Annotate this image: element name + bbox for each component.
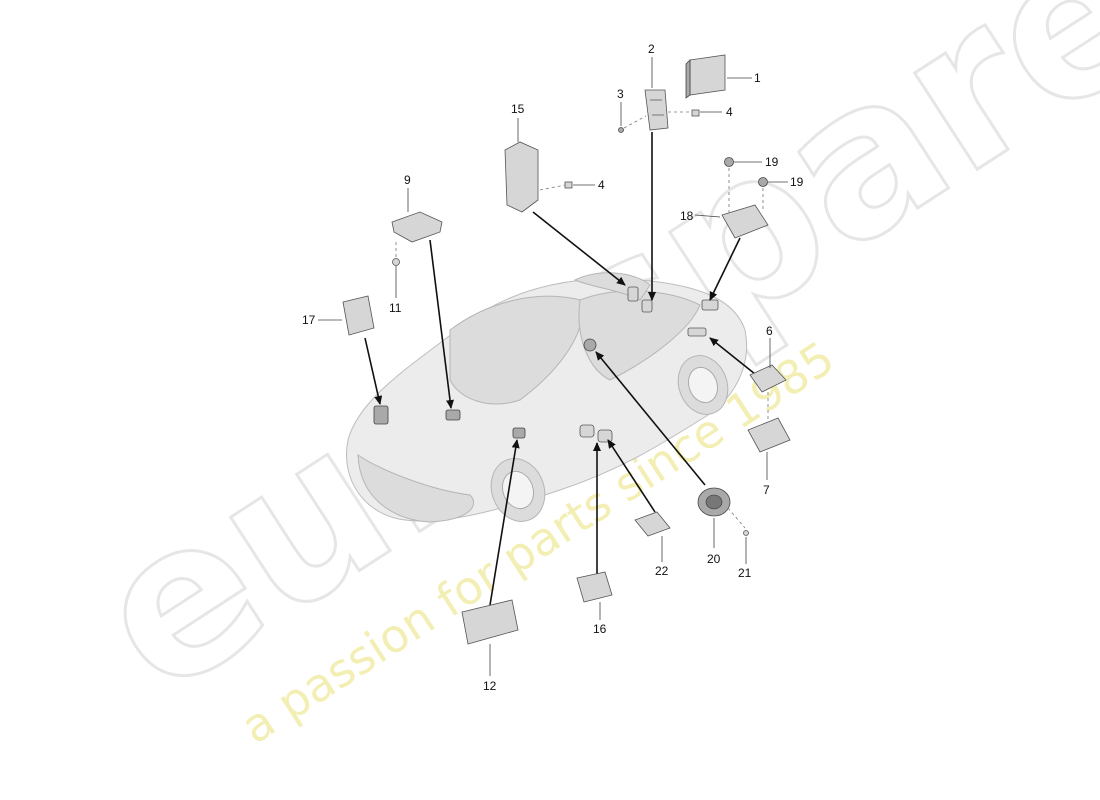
part-6-module <box>749 364 787 393</box>
callout-4-mid: 4 <box>598 178 605 192</box>
part-2-bracket <box>644 89 669 131</box>
part-9-module <box>391 211 443 243</box>
callout-20: 20 <box>707 552 721 566</box>
mount-6 <box>687 327 707 337</box>
mount-17 <box>373 405 389 425</box>
part-3-screw <box>618 127 624 133</box>
mount-9 <box>445 409 461 421</box>
exploded-parts <box>342 54 791 645</box>
callout-15: 15 <box>511 102 525 116</box>
callout-2: 2 <box>648 42 655 56</box>
mount-12 <box>512 427 526 439</box>
car-mounted-parts <box>373 286 719 443</box>
callout-17: 17 <box>302 313 316 327</box>
mount-18 <box>701 299 719 311</box>
part-16-control-unit <box>576 571 613 603</box>
part-11-nut <box>392 258 400 266</box>
callout-3: 3 <box>617 87 624 101</box>
leader-lines <box>318 57 788 676</box>
part-17-control-unit <box>342 295 375 336</box>
mount-1 <box>641 299 653 313</box>
callout-1: 1 <box>754 71 761 85</box>
car-illustration <box>346 272 747 523</box>
mount-22 <box>597 429 613 443</box>
callout-labels: 1 2 3 4 4 6 7 9 11 12 15 16 17 18 19 19 … <box>302 42 804 693</box>
part-15-fuse-box <box>504 141 539 213</box>
callout-19-lower: 19 <box>790 175 804 189</box>
callout-7: 7 <box>763 483 770 497</box>
part-4-clip-b <box>564 181 573 189</box>
part-18-control-unit <box>721 204 769 239</box>
mount-15 <box>627 286 639 302</box>
callout-4-top: 4 <box>726 105 733 119</box>
callout-22: 22 <box>655 564 669 578</box>
part-19-nut-a <box>724 157 734 167</box>
callout-12: 12 <box>483 679 497 693</box>
mount-20 <box>583 338 597 352</box>
part-19-nut-b <box>758 177 768 187</box>
part-12-control-unit <box>461 599 519 645</box>
callout-21: 21 <box>738 566 752 580</box>
part-1-control-unit <box>689 54 726 96</box>
part-4-clip-a <box>691 109 700 117</box>
callout-11: 11 <box>389 301 402 315</box>
part-7-bracket <box>747 417 791 453</box>
callout-6: 6 <box>766 324 773 338</box>
arrows <box>364 132 761 606</box>
callout-16: 16 <box>593 622 607 636</box>
callout-9: 9 <box>404 173 411 187</box>
callout-18: 18 <box>680 209 694 223</box>
part-21-screw <box>743 530 749 536</box>
mount-16 <box>579 424 595 438</box>
part-22-module <box>634 511 671 537</box>
callout-19-top: 19 <box>765 155 779 169</box>
